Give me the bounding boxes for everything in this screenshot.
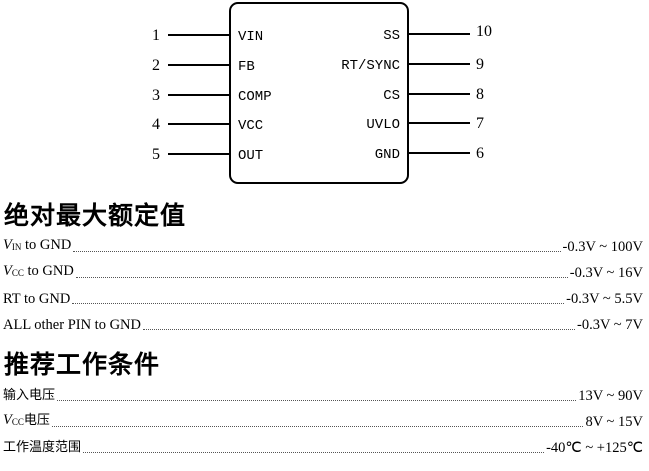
pin-number: 5 (152, 146, 160, 163)
parameter-subscript: CC (11, 268, 24, 278)
dot-leader (51, 425, 584, 427)
pin-2: 2 FB (152, 57, 255, 75)
pin-5: 5 OUT (152, 146, 263, 164)
parameter-text: to GND (21, 237, 72, 253)
spec-row: VCC to GND -0.3V ~ 16V (3, 262, 643, 282)
pin-number: 2 (152, 57, 160, 74)
parameter-value: 13V ~ 90V (578, 388, 643, 404)
pin-number: 3 (152, 87, 160, 104)
pin-label: FB (238, 59, 255, 75)
spec-row: ALL other PIN to GND -0.3V ~ 7V (3, 314, 643, 334)
dot-leader (73, 250, 561, 252)
parameter-text: ALL other PIN to GND (3, 317, 141, 333)
parameter-text: to GND (23, 263, 74, 279)
parameter-name: RT to GND (3, 290, 70, 308)
dot-leader (143, 328, 576, 330)
pin-diagram: 1 VIN 2 FB 3 COMP 4 VCC 5 OUT 10 SS 9 RT/SYNC 8 CS 7 UVL… (152, 2, 492, 184)
parameter-name: VCC电压 (3, 411, 50, 431)
parameter-text: 工作温度范围 (3, 440, 82, 455)
spec-row: RT to GND -0.3V ~ 5.5V (3, 288, 643, 308)
pin-label: VCC (238, 118, 263, 134)
pin-8: 8 CS (383, 86, 484, 104)
parameter-value: -0.3V ~ 100V (562, 239, 643, 255)
abs-max-title: 绝对最大额定值 (4, 201, 187, 230)
pin-label: RT/SYNC (341, 58, 400, 74)
spec-row: VCC电压 8V ~ 15V (3, 411, 643, 431)
pin-7: 7 UVLO (366, 115, 484, 133)
parameter-name: VCC to GND (3, 262, 74, 282)
parameter-name: VIN to GND (3, 236, 71, 256)
dot-leader (57, 399, 577, 401)
pin-label: VIN (238, 29, 263, 45)
pin-number: 4 (152, 116, 160, 133)
parameter-symbol: V (3, 237, 12, 253)
pin-9: 9 RT/SYNC (341, 56, 484, 74)
pin-4: 4 VCC (152, 116, 263, 134)
pin-3: 3 COMP (152, 87, 272, 105)
pin-6: 6 GND (375, 145, 484, 163)
parameter-value: -0.3V ~ 5.5V (566, 291, 643, 307)
pin-number: 9 (476, 56, 484, 73)
parameter-name: 输入电压 (3, 386, 55, 405)
pin-label: GND (375, 147, 400, 163)
parameter-symbol: V (3, 263, 12, 279)
dot-leader (83, 451, 545, 453)
pin-label: UVLO (366, 117, 400, 133)
dot-leader (75, 276, 568, 278)
pin-number: 7 (476, 115, 484, 132)
pin-number: 8 (476, 86, 484, 103)
parameter-text: 电压 (23, 413, 50, 428)
pin-label: SS (383, 28, 400, 44)
pin-number: 10 (476, 23, 492, 40)
parameter-value: -40℃ ~ +125℃ (546, 440, 643, 456)
spec-row: 工作温度范围 -40℃ ~ +125℃ (3, 437, 643, 457)
spec-row: 输入电压 13V ~ 90V (3, 385, 643, 405)
pin-label: CS (383, 88, 400, 104)
recommended-title: 推荐工作条件 (4, 350, 161, 379)
parameter-value: -0.3V ~ 16V (569, 265, 643, 281)
parameter-value: -0.3V ~ 7V (577, 317, 643, 333)
pin-1: 1 VIN (152, 27, 263, 45)
pin-10: 10 SS (383, 23, 492, 44)
pin-number: 1 (152, 27, 160, 44)
parameter-subscript: CC (11, 417, 24, 427)
pin-label: COMP (238, 89, 272, 105)
parameter-symbol: V (3, 412, 12, 428)
parameter-name: ALL other PIN to GND (3, 316, 141, 334)
pin-label: OUT (238, 148, 263, 164)
dot-leader (72, 302, 565, 304)
parameter-text: 输入电压 (3, 388, 56, 403)
parameter-value: 8V ~ 15V (585, 414, 643, 430)
parameter-text: RT to GND (3, 291, 71, 307)
spec-row: VIN to GND -0.3V ~ 100V (3, 236, 643, 256)
parameter-name: 工作温度范围 (3, 438, 81, 457)
pin-number: 6 (476, 145, 484, 162)
parameter-subscript: IN (11, 242, 22, 252)
